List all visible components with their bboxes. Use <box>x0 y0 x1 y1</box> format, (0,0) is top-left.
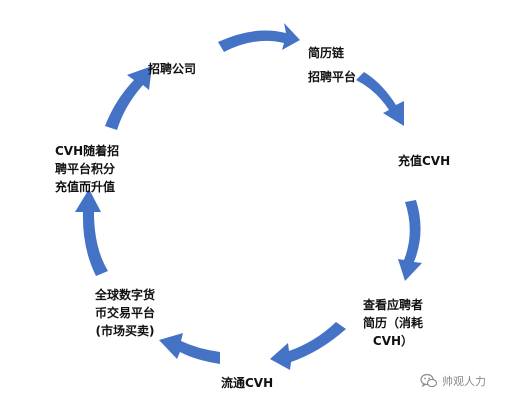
arrow-company-to-jianli-chain <box>218 23 300 52</box>
watermark: 帅观人力 <box>420 371 486 391</box>
node-text-line: 充值CVH <box>398 154 451 168</box>
arrow-appreciation-to-company <box>105 66 152 130</box>
node-text-line: 查看应聘者 <box>362 298 423 312</box>
node-circulate: 流通CVH <box>221 374 273 392</box>
node-company: 招聘公司 <box>148 60 196 78</box>
node-text-line: CVH随着招 <box>55 144 120 158</box>
node-text-line: 简历链 <box>308 46 345 60</box>
node-appreciation: CVH随着招 聘平台积分 充值而升值 <box>55 142 119 196</box>
node-recharge: 充值CVH <box>398 152 450 170</box>
node-text-line: 简历（消耗 <box>362 316 423 330</box>
arrow-circulate-to-exchange <box>159 333 220 364</box>
arrow-jianli-chain-to-recharge <box>356 72 404 126</box>
node-text-line: 币交易平台 <box>94 306 155 320</box>
node-jianli-chain: 简历链 招聘平台 <box>308 44 356 86</box>
node-exchange: 全球数字货 币交易平台 (市场买卖) <box>82 286 168 340</box>
arrow-exchange-to-appreciation <box>75 189 108 276</box>
node-text-line: CVH） <box>372 334 414 348</box>
node-text-line: 聘平台积分 <box>55 162 116 176</box>
node-view-resume: 查看应聘者 简历（消耗 CVH） <box>352 296 434 350</box>
node-text-line: 充值而升值 <box>55 180 116 194</box>
arrow-view-resume-to-circulate <box>270 322 346 370</box>
node-text-line: (市场买卖) <box>95 324 155 338</box>
watermark-text: 帅观人力 <box>442 375 486 388</box>
node-text-line: 招聘平台 <box>308 70 357 84</box>
node-text-line: 全球数字货 <box>94 288 155 302</box>
cycle-arrows <box>75 23 422 370</box>
node-text-line: 招聘公司 <box>148 62 197 76</box>
wechat-icon <box>420 373 438 388</box>
arrow-recharge-to-view-resume <box>398 200 422 281</box>
node-text-line: 流通CVH <box>221 376 274 390</box>
